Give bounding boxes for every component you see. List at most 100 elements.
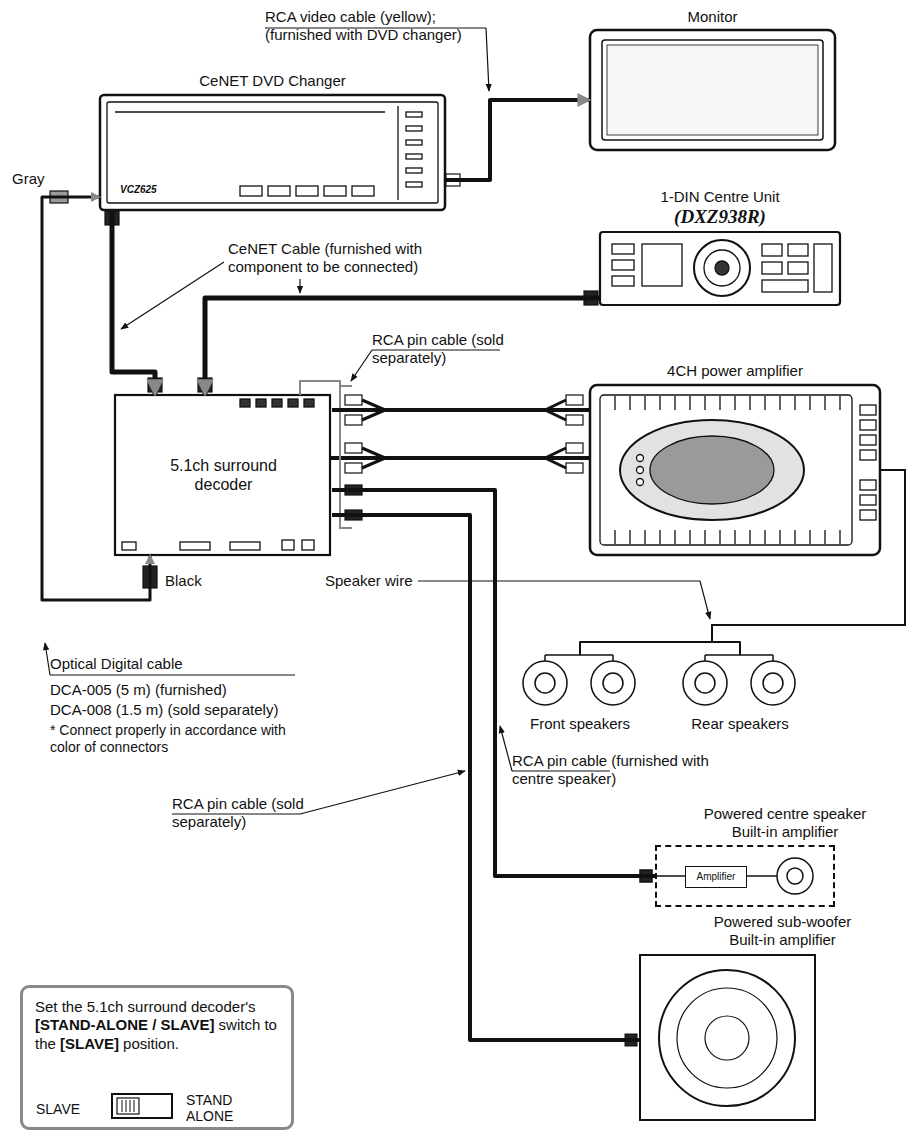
heading: 4CH power amplifier xyxy=(667,362,803,380)
leader-line xyxy=(299,279,300,293)
text-run: Set the 5.1ch surround decoder's xyxy=(35,998,256,1015)
monitor: Monitor xyxy=(590,30,835,150)
text-run: [STAND-ALONE / SLAVE] xyxy=(35,1016,214,1033)
centre-speaker-drawing xyxy=(777,858,813,894)
monitor-drawing xyxy=(590,30,835,150)
output-bracket xyxy=(300,381,352,528)
dvd-changer-drawing xyxy=(406,140,422,145)
amplifier-drawing xyxy=(590,385,880,555)
connector-color: Black xyxy=(165,572,202,590)
leader-line xyxy=(351,350,372,381)
cable-connector xyxy=(42,197,150,600)
node-text: Built-in amplifier xyxy=(704,823,867,841)
centre-speaker-drawing xyxy=(787,868,803,884)
subwoofer-drawing xyxy=(705,1016,749,1060)
note-text: * Connect properly in accordance with co… xyxy=(50,722,286,756)
switch-drawing xyxy=(112,1094,172,1118)
monitor-drawing xyxy=(602,40,823,140)
speaker-pair: Rear speakers xyxy=(675,655,805,707)
connector-plugs xyxy=(345,415,362,425)
dvd-changer-drawing xyxy=(115,111,385,112)
dvd-changer-drawing xyxy=(107,102,438,203)
amplifier-drawing xyxy=(860,420,876,430)
connector-plugs xyxy=(345,463,362,473)
subwoofer-drawing xyxy=(640,955,815,1120)
node-text: Rear speakers xyxy=(691,715,789,733)
rca-pin-cable xyxy=(362,448,566,468)
centre-unit-drawing xyxy=(704,250,740,286)
cable-connector xyxy=(112,210,155,395)
centre-unit-drawing xyxy=(612,276,634,286)
speaker-drawing xyxy=(523,655,795,705)
speaker-drawing xyxy=(751,661,795,705)
dvd-changer-drawing xyxy=(397,106,398,200)
amplifier-drawing xyxy=(650,436,774,504)
monitor-drawing xyxy=(607,45,818,135)
cable-label: RCA pin cable (sold separately) xyxy=(172,795,312,831)
speaker-drawing xyxy=(763,673,783,693)
centre-unit-drawing xyxy=(788,262,808,274)
rca-pin-cable xyxy=(330,400,590,468)
cable-connector xyxy=(205,298,600,395)
dvd-changer-drawing xyxy=(240,186,262,196)
cable-connector xyxy=(445,100,590,180)
centre-unit-drawing xyxy=(762,280,808,292)
connector-plugs xyxy=(566,395,583,405)
decoder-drawing xyxy=(304,399,314,407)
amplifier-drawing xyxy=(860,405,876,415)
subwoofer-drawing xyxy=(659,970,795,1106)
node-text: 4CH power amplifier xyxy=(667,362,803,380)
decoder-drawing xyxy=(288,399,298,407)
amplifier-drawing xyxy=(860,450,876,460)
decoder-drawing xyxy=(122,542,136,550)
speaker-drawing xyxy=(545,655,773,661)
speaker-drawing xyxy=(603,673,623,693)
surround-decoder: 5.1ch surround decoder xyxy=(115,395,332,555)
node-text: Powered sub-woofer xyxy=(714,913,852,931)
connector-plugs xyxy=(566,443,583,453)
speaker-pair: Front speakers xyxy=(515,655,645,707)
dvd-changer-drawing xyxy=(268,186,290,196)
cable-connector xyxy=(580,470,905,655)
subwoofer-drawing xyxy=(625,955,815,1120)
amplifier-drawing xyxy=(860,435,876,445)
switch-drawing xyxy=(122,1100,134,1112)
dvd-changer-drawing xyxy=(100,95,445,210)
node-text: Built-in amplifier xyxy=(714,931,852,949)
leader-line xyxy=(486,28,489,91)
centre-speaker: Powered centre speakerBuilt-in amplifier… xyxy=(655,845,835,907)
connector-plugs xyxy=(566,463,583,473)
cable-label: RCA pin cable (furnished with centre spe… xyxy=(512,752,752,788)
heading: Powered centre speakerBuilt-in amplifier xyxy=(704,805,867,841)
node-body: Set the 5.1ch surround decoder's [STAND-… xyxy=(23,988,291,1063)
output-bracket xyxy=(300,381,340,395)
leader-line xyxy=(50,674,295,675)
amplifier-drawing xyxy=(860,510,876,520)
model-label: VCZ625 xyxy=(120,184,157,196)
centre-unit-drawing xyxy=(762,262,782,274)
dvd-changer-drawing xyxy=(406,112,422,117)
node-body: 5.1ch surround decoder xyxy=(115,446,332,504)
heading: CeNET DVD Changer xyxy=(199,72,345,90)
speaker-drawing xyxy=(695,673,715,693)
text-run: [SLAVE] xyxy=(60,1035,119,1052)
connectors xyxy=(42,100,905,1040)
speaker-drawing xyxy=(591,661,635,705)
centre-unit-drawing xyxy=(762,244,782,256)
node-text: Amplifier xyxy=(697,871,736,883)
amplifier-drawing xyxy=(620,420,804,520)
dvd-changer-drawing xyxy=(352,186,374,196)
cable-label: RCA pin cable (sold separately) xyxy=(372,331,504,367)
centre-speaker-drawing xyxy=(745,875,777,877)
node-text: Set the 5.1ch surround decoder's [STAND-… xyxy=(35,998,279,1053)
decoder-drawing xyxy=(272,399,282,407)
dvd-changer-drawing xyxy=(100,95,445,210)
leader-line xyxy=(500,726,512,771)
cable-connector xyxy=(332,408,590,412)
cable-label: CeNET Cable (furnished with component to… xyxy=(228,240,446,276)
centre-unit-drawing xyxy=(694,240,750,296)
centre-unit-drawing xyxy=(600,232,840,305)
centre-unit-drawing xyxy=(612,260,634,270)
